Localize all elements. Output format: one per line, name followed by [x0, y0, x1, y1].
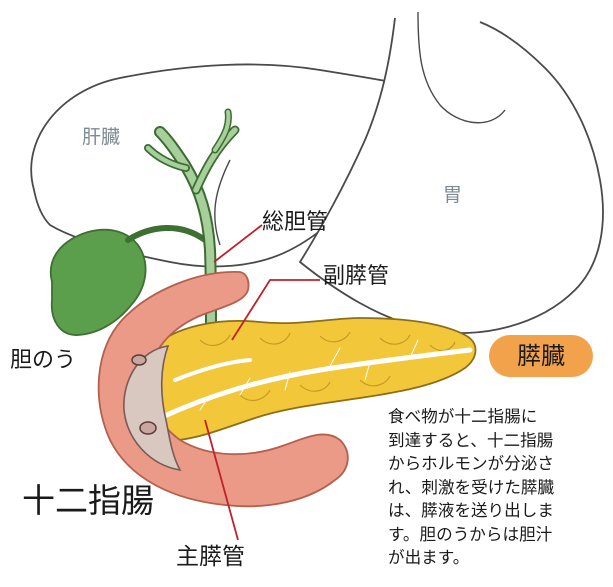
- description-line: れ、刺激を受けた膵臓: [388, 476, 613, 500]
- description-line: が出ます。: [388, 546, 613, 570]
- gallbladder-label: 胆のう: [10, 350, 76, 372]
- duodenal-papilla-major: [140, 422, 156, 434]
- description-line: からホルモンが分泌さ: [388, 452, 613, 476]
- description-text: 食べ物が十二指腸に 到達すると、十二指腸 からホルモンが分泌さ れ、刺激を受けた…: [388, 405, 613, 570]
- duodenum-label: 十二指腸: [22, 484, 154, 517]
- pancreas-badge: 膵臓: [489, 335, 593, 377]
- description-line: 到達すると、十二指腸: [388, 429, 613, 453]
- common-bile-duct-label: 総胆管: [262, 212, 328, 234]
- duodenal-papilla-minor: [132, 355, 146, 365]
- stomach-label: 胃: [443, 186, 462, 205]
- description-line: 食べ物が十二指腸に: [388, 405, 613, 429]
- liver-label: 肝臓: [82, 128, 120, 147]
- main-pancreatic-duct-label: 主膵管: [176, 546, 245, 569]
- accessory-pancreatic-duct-label: 副膵管: [323, 266, 389, 288]
- description-line: は、膵液を送り出しま: [388, 499, 613, 523]
- description-line: す。胆のうからは胆汁: [388, 523, 613, 547]
